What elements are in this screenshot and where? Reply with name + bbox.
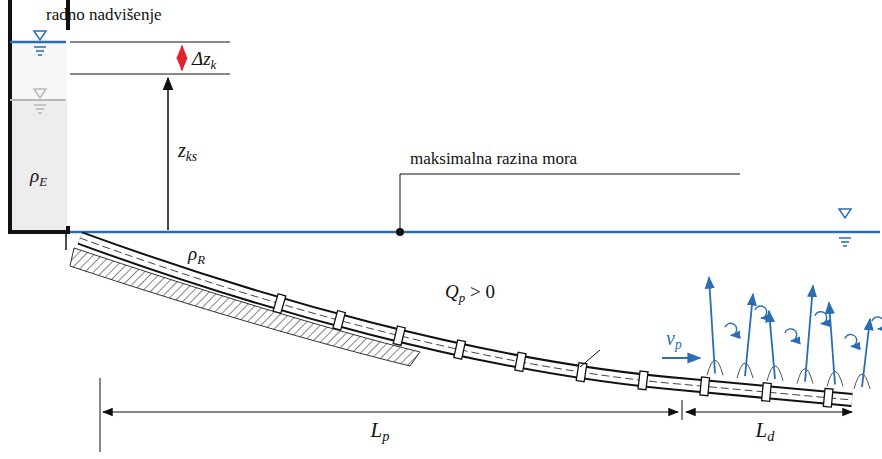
- dimension-arrow: [167, 78, 169, 230]
- level-symbol: [839, 238, 851, 246]
- reference-line: [70, 42, 230, 43]
- eddy-arrow: [872, 317, 882, 329]
- dimension-label: zks: [178, 140, 197, 160]
- static-level: [10, 99, 66, 101]
- pipe-joint: [700, 377, 710, 396]
- flow-arrow: [805, 286, 813, 382]
- dimension-label: Ld: [756, 420, 775, 441]
- eddy-arrow: [725, 323, 737, 335]
- pipe-joint: [638, 371, 648, 390]
- flow-arrow: [769, 311, 775, 379]
- dimension-line: [686, 411, 852, 412]
- pipe-joint: [393, 326, 405, 345]
- pipe-joint: [823, 388, 833, 407]
- eddy-arrow: [785, 329, 797, 341]
- density-label: ρE: [30, 166, 47, 185]
- velocity-label: vp: [666, 328, 682, 348]
- pipe-joint: [273, 294, 286, 314]
- flow-arrow: [862, 319, 870, 387]
- trench-hatch: [70, 248, 420, 366]
- dimension-line: [103, 411, 678, 412]
- reference-line: [70, 74, 230, 75]
- pipe-joint: [333, 311, 345, 330]
- flow-label: Qp > 0: [445, 282, 495, 301]
- dimension-label: Δzk: [192, 49, 216, 68]
- tank-water-upper: [11, 42, 67, 100]
- pipeline: [80, 238, 852, 400]
- flow-arrow: [709, 277, 715, 373]
- sea-level: [70, 231, 880, 234]
- level-symbol: [839, 209, 851, 218]
- pipe-axis: [80, 238, 852, 400]
- pipe-joint: [454, 340, 466, 359]
- level-symbol: [34, 105, 46, 113]
- flow-arrow: [745, 294, 753, 376]
- diffuser-plumes: [707, 277, 882, 389]
- leader-line: [400, 174, 740, 232]
- callout-label: maksimalna razina mora: [410, 150, 577, 167]
- eddy-arrow: [845, 334, 857, 346]
- flow-arrow: [829, 302, 835, 384]
- eddy-arrow: [815, 312, 827, 324]
- pipe-joints: [273, 294, 833, 407]
- pipeline: [80, 238, 852, 400]
- level-symbol: [34, 31, 46, 40]
- dimension-label: Lp: [371, 420, 390, 441]
- water-level: [10, 41, 66, 44]
- pipe-joint: [515, 352, 526, 371]
- level-symbol: [34, 89, 46, 98]
- dimension-arrow: [181, 46, 183, 70]
- dimension-tick: [100, 378, 101, 452]
- level-label: radno nadvišenje: [46, 6, 162, 23]
- break-mark: [580, 350, 600, 367]
- dimension-tick: [682, 400, 683, 420]
- tank-water: [11, 100, 67, 230]
- tank-wall: [10, 0, 68, 232]
- leader-dot: [396, 228, 404, 236]
- bracket: [65, 232, 67, 250]
- density-label: ρR: [188, 244, 205, 263]
- eddy-arrow: [755, 306, 767, 318]
- level-symbol: [34, 47, 46, 55]
- velocity-arrow: [662, 357, 700, 359]
- pipe-joint: [762, 383, 772, 402]
